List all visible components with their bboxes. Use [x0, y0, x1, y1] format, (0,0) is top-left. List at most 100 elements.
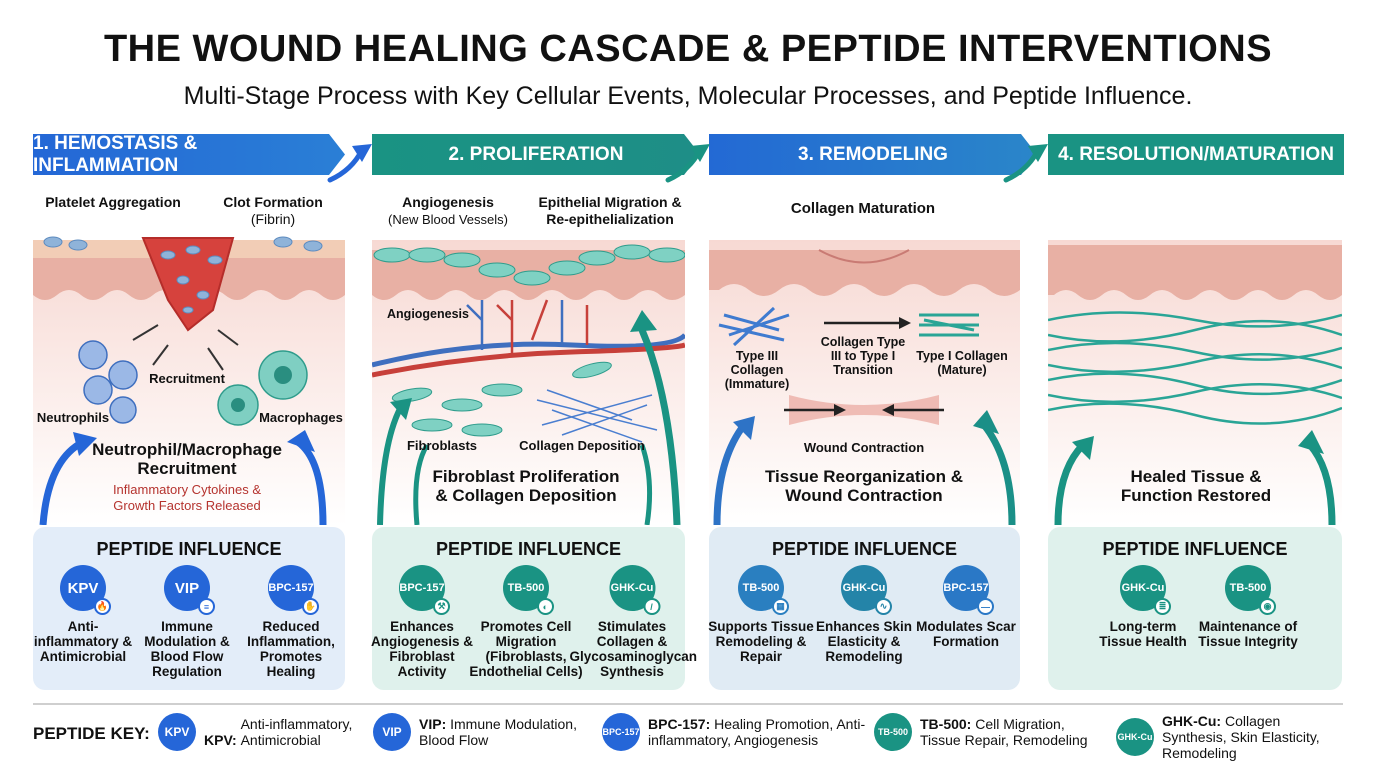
panel-title: PEPTIDE INFLUENCE — [771, 539, 958, 559]
peptide-vip: VIP≡Immune Modulation & Blood Flow Regul… — [132, 565, 242, 679]
scar-icon: — — [977, 598, 994, 615]
panel-title: PEPTIDE INFLUENCE — [1102, 539, 1288, 559]
key-item-ghk-cu: GHK-Cu GHK-Cu: Collagen Synthesis, Skin E… — [1116, 713, 1342, 761]
key-badge-text: GHK-Cu — [1117, 732, 1153, 742]
label-platelet-aggregation: Platelet Aggregation — [45, 194, 181, 210]
peptide-bpc-157: BPC-157 — Modulates Scar Formation — [911, 565, 1021, 649]
peptide-name: KPV — [67, 579, 99, 597]
stage-1-summary: Neutrophil/Macrophage Recruitment — [92, 440, 282, 478]
lines-icon: ≡ — [198, 598, 215, 615]
stage-1-peptide-panel: PEPTIDE INFLUENCE KPV🔥 Anti-inflammatory … — [33, 527, 345, 690]
peptide-key-title: PEPTIDE KEY: — [33, 724, 150, 743]
key-desc: Cell Migration, Tissue Repair, Remodelin… — [920, 716, 1088, 748]
key-desc: Healing Promotion, Anti-inflammatory, An… — [648, 716, 866, 748]
panel-title: PEPTIDE INFLUENCE — [96, 539, 282, 559]
peptide-name: BPC-157 — [268, 582, 314, 594]
skin-icon: ∿ — [875, 598, 892, 615]
peptide-name: GHK-Cu — [842, 582, 886, 594]
stage-3-summary: Tissue Reorganization & Wound Contractio… — [764, 467, 964, 505]
stage-4-illustration: Healed Tissue & Function Restored — [1048, 180, 1342, 525]
peptide-kpv: KPV🔥 Anti-inflammatory & Antimicrobial — [28, 565, 138, 664]
peptide-bpc-157: BPC-157✋Reduced Inflammation, Promotes H… — [236, 565, 346, 679]
stage-4-header: 4. RESOLUTION/MATURATION — [1048, 134, 1344, 175]
healed-tissue-illustration — [1048, 240, 1342, 525]
peptide-tb-500: TB-500 ◐ Promotes Cell Migration (Fibrobla… — [466, 565, 586, 679]
key-desc: Anti-inflammatory, Antimicrobial — [240, 716, 353, 748]
peptide-ghk-cu: GHK-Cu ∿ Enhances Skin Elasticity & Remode… — [809, 565, 919, 664]
stage-2-illustration: Angiogenesis (New Blood Vessels) Epithel… — [372, 180, 685, 525]
peptide-desc: Enhances Angiogenesis & Fibroblast Activ… — [370, 619, 473, 679]
stage-2-peptide-panel: PEPTIDE INFLUENCE BPC-157⚒Enhances Angio… — [371, 527, 697, 690]
stage-2-header: 2. PROLIFERATION — [372, 134, 700, 175]
key-badge-text: KPV — [164, 725, 190, 739]
stage-4-peptide-panel: PEPTIDE INFLUENCE GHK-Cu ≣ Long-term Tissu… — [1048, 527, 1342, 690]
tissue-icon: ≣ — [1154, 598, 1171, 615]
label-type-iii-collagen: Type III Collagen (Immature) — [724, 349, 790, 391]
label-angiogenesis: Angiogenesis — [402, 194, 494, 210]
stage-1-note: Inflammatory Cytokines & Growth Factors … — [112, 482, 262, 513]
key-desc: Immune Modulation, Blood Flow — [419, 716, 577, 748]
label-wound-contraction: Wound Contraction — [803, 440, 925, 455]
stage-1-header: 1. HEMOSTASIS & INFLAMMATION — [33, 134, 345, 175]
proliferation-illustration — [372, 240, 685, 525]
peptide-desc: Promotes Cell Migration (Fibroblasts, En… — [469, 619, 583, 679]
label-clot-formation: Clot Formation — [223, 194, 323, 210]
divider — [33, 703, 1343, 705]
key-item-tb-500: TB-500 TB-500: Cell Migration, Tissue Rep… — [874, 713, 1095, 751]
grid-icon: ▦ — [772, 598, 789, 615]
peptide-desc: Maintenance of Tissue Integrity — [1198, 619, 1298, 649]
label-epithelial-migration: Epithelial Migration & Re-epithelializat… — [538, 194, 682, 227]
peptide-tb-500: TB-500 ◉ Maintenance of Tissue Integrity — [1188, 565, 1308, 649]
page-title: THE WOUND HEALING CASCADE & PEPTIDE INTE… — [103, 28, 1273, 70]
stage-1-illustration: Platelet Aggregation Clot Formation (Fib… — [33, 180, 345, 525]
label-angiogenesis-small: Angiogenesis — [387, 307, 469, 321]
peptide-name: BPC-157 — [943, 582, 989, 594]
peptide-name: BPC-157 — [399, 582, 445, 594]
key-label: GHK-Cu: — [1162, 713, 1222, 729]
syringe-icon: / — [643, 598, 660, 615]
peptide-desc: Supports Tissue Remodeling & Repair — [708, 619, 814, 664]
peptide-desc: Long-term Tissue Health — [1099, 619, 1187, 649]
key-desc: Collagen Synthesis, Skin Elasticity, Rem… — [1162, 713, 1320, 761]
peptide-name: GHK-Cu — [610, 582, 654, 594]
label-fibroblasts: Fibroblasts — [406, 438, 478, 453]
label-collagen-deposition: Collagen Deposition — [519, 438, 645, 453]
cell-icon: ◐ — [537, 598, 554, 615]
key-label: TB-500: — [920, 716, 972, 732]
peptide-desc: Reduced Inflammation, Promotes Healing — [247, 619, 335, 679]
key-badge-text: BPC-157 — [602, 727, 640, 737]
hemostasis-illustration — [33, 236, 345, 525]
panel-title: PEPTIDE INFLUENCE — [435, 539, 622, 559]
peptide-desc: Immune Modulation & Blood Flow Regulatio… — [144, 619, 230, 679]
label-neutrophils: Neutrophils — [36, 410, 110, 425]
key-badge-text: TB-500 — [877, 727, 908, 737]
peptide-name: TB-500 — [742, 582, 780, 594]
label-new-blood-vessels: (New Blood Vessels) — [388, 212, 508, 227]
label-collagen-maturation: Collagen Maturation — [790, 200, 936, 217]
peptide-name: TB-500 — [1229, 582, 1267, 594]
key-label: VIP: — [419, 716, 447, 732]
label-recruitment: Recruitment — [149, 371, 225, 386]
label-clot-fibrin: (Fibrin) — [250, 211, 296, 227]
target-icon: ◉ — [1259, 598, 1276, 615]
peptide-ghk-cu: GHK-Cu/Stimulates Collagen & Glycosamino… — [570, 565, 697, 679]
stage-transition-arrows — [327, 144, 1048, 183]
peptide-desc: Anti-inflammatory & Antimicrobial — [33, 619, 133, 664]
label-collagen-transition: Collagen Type III to Type I Transition — [820, 335, 906, 377]
flame-icon: 🔥 — [94, 598, 111, 615]
peptide-name: GHK-Cu — [1121, 582, 1165, 594]
peptide-desc: Modulates Scar Formation — [916, 619, 1016, 649]
label-type-i-collagen: Type I Collagen (Mature) — [916, 349, 1008, 377]
peptide-name: TB-500 — [507, 582, 545, 594]
stage-2-summary: Fibroblast Proliferation & Collagen Depo… — [432, 467, 620, 505]
peptide-desc: Enhances Skin Elasticity & Remodeling — [815, 619, 913, 664]
remodeling-illustration — [709, 240, 1020, 525]
peptide-bpc-157: BPC-157⚒Enhances Angiogenesis & Fibrobla… — [367, 565, 477, 679]
stage-3-header: 3. REMODELING — [709, 134, 1037, 175]
stage-3-illustration: Collagen Maturation Type III Collagen (I… — [709, 180, 1020, 525]
stage-3-peptide-panel: PEPTIDE INFLUENCE TB-500 ▦ Supports Tissue… — [708, 527, 1021, 690]
page-subtitle: Multi-Stage Process with Key Cellular Ev… — [183, 82, 1193, 110]
